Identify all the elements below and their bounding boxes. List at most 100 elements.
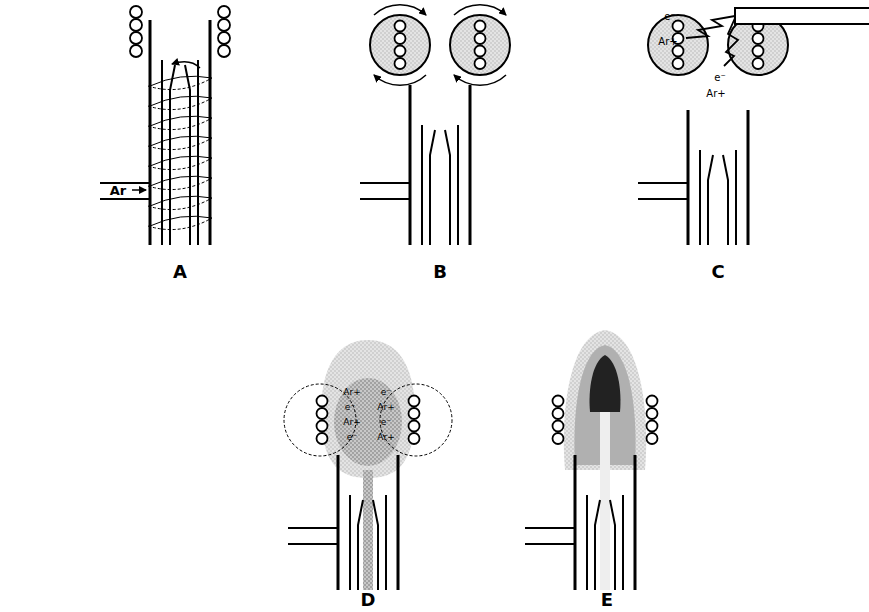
- torch: [360, 85, 470, 245]
- gas-spiral: [148, 98, 212, 110]
- coil-turn: [753, 46, 764, 57]
- coil-turn: [647, 433, 658, 444]
- gas-spiral: [148, 138, 212, 150]
- drawing-stroke: [700, 150, 736, 245]
- coil-turn: [673, 46, 684, 57]
- drawing-stroke: [422, 125, 458, 245]
- drawing-stroke: [638, 183, 688, 199]
- drawing-stroke: [575, 455, 635, 590]
- coil-turn: [130, 19, 142, 31]
- field-region: [380, 384, 452, 456]
- coil-turn: [409, 396, 420, 407]
- gas-spiral: [150, 156, 212, 166]
- sample-channel: [363, 470, 373, 590]
- torch: [100, 20, 210, 245]
- torch: [288, 455, 398, 590]
- particle-label: e⁻: [714, 73, 725, 83]
- gas-spiral: [148, 178, 212, 190]
- particle-label: Ar+: [377, 403, 394, 412]
- coil-turn: [475, 46, 486, 57]
- gas-spiral: [150, 136, 212, 146]
- panel-letter: D: [361, 591, 376, 609]
- panel-letter: E: [601, 591, 613, 609]
- coil-turn: [317, 396, 328, 407]
- gas-spiral: [148, 198, 212, 210]
- drawing-stroke: [595, 500, 615, 590]
- coil-turn: [218, 32, 230, 44]
- drawing-stroke: [350, 495, 386, 590]
- particle-label: e⁻: [345, 403, 355, 412]
- gas-spiral: [150, 116, 212, 126]
- coil-turn: [753, 33, 764, 44]
- coil-turn: [317, 421, 328, 432]
- coil-turn: [553, 408, 564, 419]
- panel-letter: B: [433, 263, 447, 281]
- drawing-stroke: [708, 155, 728, 245]
- drawing-stroke: [338, 455, 398, 590]
- coil-turn: [475, 58, 486, 69]
- spark: [724, 18, 738, 66]
- coil-turn: [475, 33, 486, 44]
- load-coil: [648, 15, 708, 75]
- coil-turn: [647, 421, 658, 432]
- coil-turn: [553, 396, 564, 407]
- particle-label: Ar+: [658, 37, 677, 47]
- coil-turn: [395, 21, 406, 32]
- coil-turn: [409, 433, 420, 444]
- coil-turn: [395, 58, 406, 69]
- particle-label: Ar+: [343, 388, 360, 397]
- field-arrow: [374, 75, 426, 85]
- drawing-stroke: [288, 528, 338, 544]
- torch: [525, 455, 635, 590]
- gas-spiral: [150, 216, 212, 226]
- coil-turn: [317, 408, 328, 419]
- coil-turn: [553, 433, 564, 444]
- gas-spiral: [148, 78, 212, 90]
- gas-spiral: [150, 176, 212, 186]
- coil-turn: [409, 408, 420, 419]
- drawing-stroke: [410, 85, 470, 245]
- argon-flow-arrow: [132, 189, 146, 191]
- analytical-zone: [590, 355, 621, 412]
- coil-turn: [130, 32, 142, 44]
- panel-letter: A: [173, 263, 187, 281]
- plasma-core: [334, 378, 402, 466]
- coil-turn: [395, 46, 406, 57]
- coil-turn: [218, 19, 230, 31]
- gas-spiral: [150, 196, 212, 206]
- gas-spiral: [148, 218, 212, 230]
- tesla-coil-rod: [735, 8, 869, 24]
- coil-turn: [553, 421, 564, 432]
- particle-label: e⁻: [664, 12, 675, 22]
- gas-spiral: [150, 76, 212, 86]
- coil-turn: [130, 45, 142, 57]
- drawing-stroke: [688, 110, 748, 245]
- particle-label: e⁻: [381, 418, 391, 427]
- gas-spiral: [148, 118, 212, 130]
- coil-turn: [753, 58, 764, 69]
- torch: [638, 110, 748, 245]
- sample-channel: [600, 412, 610, 590]
- coil-turn: [218, 6, 230, 18]
- field-arrow: [374, 5, 426, 15]
- field-arrow: [454, 5, 506, 15]
- swirl-arrow: [172, 62, 200, 68]
- coil-turn: [647, 396, 658, 407]
- coil-turn: [673, 21, 684, 32]
- load-coil: [370, 15, 430, 75]
- gas-spiral: [148, 158, 212, 170]
- plasma: [321, 340, 415, 478]
- load-coil: [450, 15, 510, 75]
- coil-turn: [218, 45, 230, 57]
- coil-turn: [130, 6, 142, 18]
- particle-label: Ar+: [343, 418, 360, 427]
- drawing-stroke: [358, 500, 378, 590]
- particle-label: Ar+: [377, 433, 394, 442]
- drawing-stroke: [430, 130, 450, 245]
- gas-label: Ar: [110, 184, 126, 197]
- drawing-stroke: [587, 495, 623, 590]
- drawing-stroke: [150, 20, 210, 245]
- drawing-stroke: [525, 528, 575, 544]
